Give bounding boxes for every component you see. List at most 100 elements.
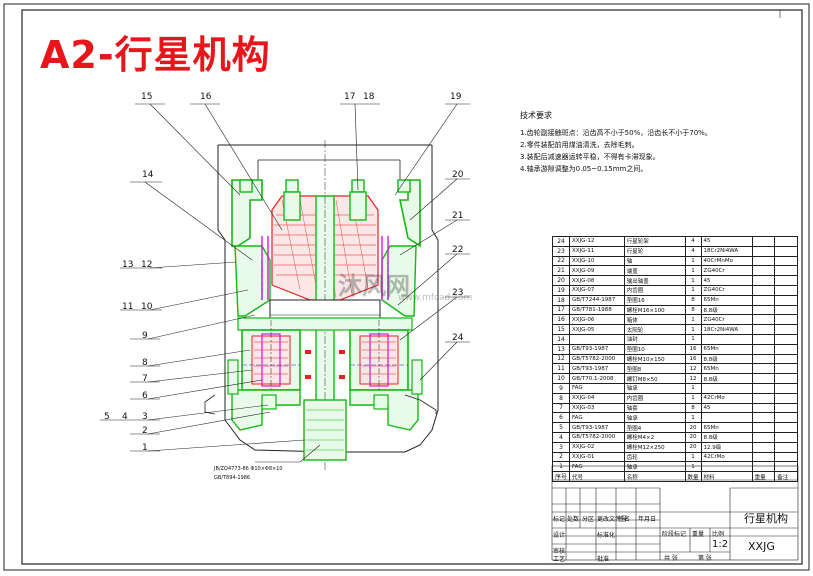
bom-cell-name: 内齿圈: [623, 392, 686, 404]
stage-label: 阶段标记: [662, 531, 687, 538]
watermark-url: www.mfcad.com: [398, 293, 473, 303]
part-label-24: 24: [452, 333, 464, 343]
weight-label: 重量: [692, 531, 705, 538]
bom-cell-weight: [751, 353, 776, 365]
bom-cell-qty: 20: [684, 441, 702, 453]
bom-cell-code: GB/T93-1987: [569, 343, 625, 355]
bom-cell-qty: 8: [684, 294, 702, 306]
bom-cell-weight: [751, 412, 776, 424]
bom-cell-name: 太阳轮: [623, 324, 686, 335]
bom-cell-code: GB/T5782-2000: [569, 353, 625, 365]
bom-cell-no: 2: [551, 451, 571, 463]
part-label-3: 3: [142, 412, 148, 422]
part-label-8: 8: [142, 358, 148, 368]
bom-header-weight: 重量: [751, 471, 776, 483]
bom-header-name: 名称: [623, 471, 686, 483]
bom-cell-name: 轴: [623, 255, 686, 267]
bom-cell-weight: [751, 324, 776, 335]
tb-row-date: 年月日: [638, 516, 657, 523]
bom-cell-mat: [700, 382, 753, 394]
bom-cell-mat: 45: [700, 402, 753, 414]
bom-cell-code: XXJG-08: [569, 275, 625, 286]
bom-cell-code: GB/T70.1-2008: [569, 373, 625, 384]
bom-cell-name: 螺栓M12×250: [623, 441, 686, 453]
sheet-total: 共 张: [664, 555, 678, 562]
bom-cell-name: 内齿圈: [623, 284, 686, 296]
part-label-2: 2: [142, 426, 148, 436]
bom-cell-name: 箱体: [623, 314, 686, 326]
bom-cell-no: 5: [551, 422, 571, 433]
bom-cell-qty: 20: [684, 422, 702, 433]
bom-cell-note: [774, 284, 798, 296]
bom-cell-code: FAG: [569, 412, 625, 424]
bom-cell-name: 垫圈16: [623, 294, 686, 306]
bom-cell-name: 轴承: [623, 412, 686, 424]
sheet-no: 第 张: [698, 555, 712, 562]
bom-cell-mat: 45: [700, 236, 753, 247]
bom-cell-no: 7: [551, 402, 571, 414]
bom-cell-mat: 40CrMnMo: [700, 255, 753, 267]
part-label-16: 16: [200, 92, 212, 102]
bom-cell-note: [774, 255, 798, 267]
bom-cell-qty: 1: [684, 324, 702, 335]
bom-cell-mat: [700, 333, 753, 345]
tb-role-design: 设计: [553, 532, 566, 539]
part-label-10: 10: [141, 302, 153, 312]
bom-cell-no: 22: [551, 255, 571, 267]
bom-header-no: 序号: [551, 471, 571, 483]
bom-cell-no: 3: [551, 441, 571, 453]
bom-cell-note: [774, 324, 798, 335]
bom-cell-no: 8: [551, 392, 571, 404]
bom-cell-mat: 18Cr2Ni4WA: [700, 245, 753, 257]
bom-header-row: 序号 代号 名称 数量 材料 重量 备注: [551, 471, 798, 483]
bom-cell-code: XXJG-11: [569, 245, 625, 257]
bom-cell-name: 输出轴盖: [623, 275, 686, 286]
bom-cell-note: [774, 412, 798, 424]
bom-cell-name: 轴承: [623, 382, 686, 394]
bom-cell-no: 12: [551, 353, 571, 365]
bom-cell-weight: [751, 422, 776, 433]
standard-note-1: JB/ZQ4773-86 Φ10×Φ8×10: [214, 466, 283, 472]
part-label-5: 5: [104, 412, 110, 422]
drawing-name: 行星机构: [744, 512, 788, 525]
part-label-1: 1: [142, 443, 148, 453]
bom-cell-name: 轴承: [623, 461, 686, 473]
bom-cell-note: [774, 333, 798, 345]
bom-cell-weight: [751, 245, 776, 257]
bom-cell-code: GB/T5782-2000: [569, 431, 625, 443]
tb-row-mark: 标记: [553, 516, 566, 523]
part-label-21: 21: [452, 211, 464, 221]
bom-cell-name: 齿轮: [623, 451, 686, 463]
bom-cell-code: GB/T781-1988: [569, 304, 625, 316]
bom-cell-weight: [751, 304, 776, 316]
bom-cell-mat: 8.8级: [700, 373, 753, 384]
bom-cell-weight: [751, 363, 776, 375]
bom-cell-qty: 4: [684, 245, 702, 257]
bom-cell-note: [774, 265, 798, 277]
part-label-18: 18: [363, 92, 375, 102]
bom-cell-no: 13: [551, 343, 571, 355]
bom-header-material: 材料: [700, 471, 753, 483]
part-label-20: 20: [452, 170, 464, 180]
bom-cell-qty: 1: [684, 284, 702, 296]
bom-cell-qty: 1: [684, 275, 702, 286]
bom-cell-note: [774, 304, 798, 316]
bom-cell-code: XXJG-10: [569, 255, 625, 267]
bom-cell-mat: ZG40Cr: [700, 284, 753, 296]
bom-cell-mat: 65Mn: [700, 343, 753, 355]
bom-cell-weight: [751, 461, 776, 473]
bom-cell-weight: [751, 392, 776, 404]
bom-cell-code: XXJG-01: [569, 451, 625, 463]
bom-cell-mat: 45: [700, 275, 753, 286]
